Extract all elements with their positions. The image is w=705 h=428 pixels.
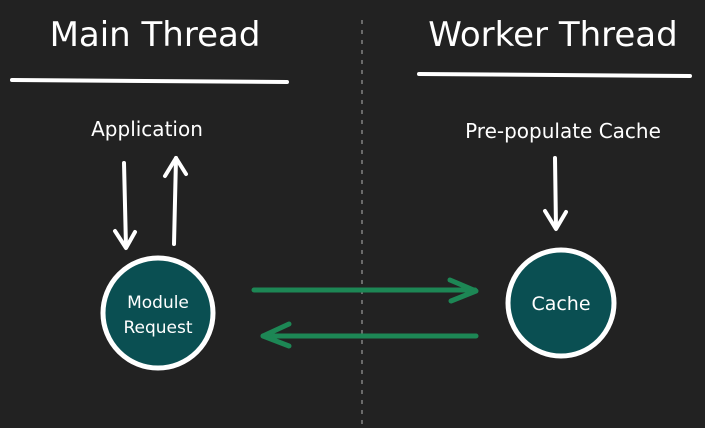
- response-up-arrow: [163, 156, 188, 246]
- prepopulate-down-arrow: [543, 156, 568, 231]
- prepopulate-cache-label: Pre-populate Cache: [465, 119, 661, 143]
- module-request-node: [100, 255, 216, 371]
- module-request-label-line2: Request: [123, 318, 192, 338]
- cache-node: [505, 247, 617, 359]
- application-label: Application: [91, 117, 203, 141]
- request-to-cache-arrow: [251, 277, 479, 304]
- cache-to-request-arrow: [260, 321, 479, 349]
- cache-label: Cache: [531, 293, 590, 315]
- worker-thread-underline: [417, 72, 692, 78]
- request-down-arrow: [113, 161, 137, 250]
- main-thread-underline: [10, 78, 289, 84]
- worker-thread-title: Worker Thread: [428, 15, 677, 55]
- main-thread-title: Main Thread: [50, 15, 261, 55]
- module-request-label-line1: Module: [127, 293, 189, 313]
